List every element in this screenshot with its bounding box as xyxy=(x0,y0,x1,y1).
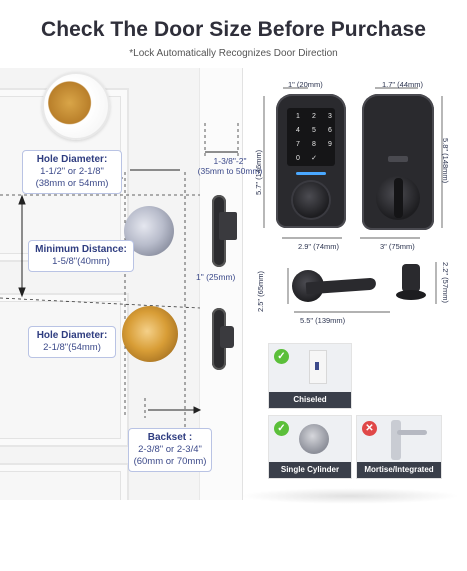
mortise-handle xyxy=(397,430,427,435)
minimum-distance-label: Minimum Distance: 1-5/8"(40mm) xyxy=(28,240,134,272)
front-top-dim: 1" (20mm) xyxy=(288,80,323,89)
option-chiseled: ✓ Chiseled xyxy=(268,343,352,409)
thumb-turn xyxy=(394,178,403,218)
door-latch xyxy=(220,326,234,348)
front-height-dim: 5.7" (146mm) xyxy=(254,149,263,195)
page-title: Check The Door Size Before Purchase xyxy=(40,18,427,41)
latch-bore-hole xyxy=(122,306,178,362)
chiseled-slot xyxy=(315,362,319,370)
backset-metric: (60mm or 70mm) xyxy=(133,456,207,467)
door-panel-middle xyxy=(0,293,129,447)
keypad-key: 5 xyxy=(312,127,316,134)
keypad-key: 8 xyxy=(312,141,316,148)
lever-height-dim: 2.5" (65mm) xyxy=(256,270,265,312)
lever-base-rose xyxy=(396,290,426,300)
keypad-key: 7 xyxy=(296,141,300,148)
back-width-dim: 3" (75mm) xyxy=(380,242,415,251)
hole-diameter-label-2: Hole Diameter: 2-1/8"(54mm) xyxy=(28,326,116,358)
keypad-key: ✓ xyxy=(311,155,317,162)
door-thickness-metric: (35mm to 50mm) xyxy=(197,166,263,176)
keypad-panel: 1 2 3 4 5 6 7 8 9 0 ✓ xyxy=(287,108,335,166)
keypad-key: 3 xyxy=(328,113,332,120)
back-top-dim: 1.7" (44mm) xyxy=(382,80,424,89)
ground-shadow xyxy=(240,488,460,504)
page-subtitle: *Lock Automatically Recognizes Door Dire… xyxy=(129,48,338,59)
minimum-distance-value: 1-5/8"(40mm) xyxy=(52,256,110,267)
mortise-plate xyxy=(391,420,401,460)
minimum-distance-title: Minimum Distance: xyxy=(35,244,127,255)
option-single-cylinder: ✓ Single Cylinder xyxy=(268,415,352,479)
hole-diameter-title-2: Hole Diameter: xyxy=(36,330,108,341)
option-mortise-caption: Mortise/Integrated xyxy=(357,462,441,478)
hole-diameter-title-1: Hole Diameter: xyxy=(36,154,108,165)
latch-width-label: 1" (25mm) xyxy=(196,272,236,282)
door-annotation-lines xyxy=(0,123,239,428)
hole-diameter-value-2: 2-1/8"(54mm) xyxy=(43,342,101,353)
backset-label: Backset : 2-3/8" or 2-3/4" (60mm or 70mm… xyxy=(128,428,212,472)
door-panel-bottom xyxy=(0,463,129,500)
lever-width-dim: 5.5" (139mm) xyxy=(300,316,346,325)
keypad-key: 0 xyxy=(296,155,300,162)
x-icon: ✕ xyxy=(362,421,377,436)
rose-height-dim: 2.2" (57mm) xyxy=(441,262,450,304)
hole-diameter-label-1: Hole Diameter: 1-1/2" or 2-1/8" (38mm or… xyxy=(22,150,122,194)
battery-cover-latch xyxy=(388,156,408,162)
backset-value: 2-3/8" or 2-3/4" xyxy=(138,444,202,455)
interior-lock xyxy=(362,94,434,230)
keypad-key: 2 xyxy=(312,113,316,120)
latch-strike-plate xyxy=(212,308,226,370)
edge-bore-detail xyxy=(42,72,110,140)
front-width-dim: 2.9" (74mm) xyxy=(298,242,340,251)
hole-diameter-value-1: 1-1/2" or 2-1/8" xyxy=(40,166,104,177)
lock-dimension-lines xyxy=(263,87,443,239)
option-mortise: ✕ Mortise/Integrated xyxy=(356,415,442,479)
option-chiseled-caption: Chiseled xyxy=(269,392,351,408)
keypad-key: 9 xyxy=(328,141,332,148)
ok-icon: ✓ xyxy=(274,349,289,364)
front-keypad-lock: 1 2 3 4 5 6 7 8 9 0 ✓ xyxy=(276,94,346,228)
ok-icon: ✓ xyxy=(274,421,289,436)
back-height-dim: 5.8" (148mm) xyxy=(441,138,450,184)
backset-title: Backset : xyxy=(147,432,193,443)
keypad-key: 1 xyxy=(296,113,300,120)
lever-dimension-lines xyxy=(287,262,437,313)
option-single-cylinder-caption: Single Cylinder xyxy=(269,462,351,478)
cylinder-image xyxy=(299,424,329,454)
hole-diameter-metric-1: (38mm or 54mm) xyxy=(35,178,109,189)
deadbolt-latch xyxy=(219,212,237,240)
door-thickness-label: 1-3/8"-2" (35mm to 50mm) xyxy=(197,156,263,176)
keypad-key: 6 xyxy=(328,127,332,134)
key-cylinder xyxy=(293,182,329,218)
keypad-key: 4 xyxy=(296,127,300,134)
lever-spindle xyxy=(402,264,420,292)
status-light-bar xyxy=(296,172,326,175)
door-thickness-value: 1-3/8"-2" xyxy=(213,156,247,166)
